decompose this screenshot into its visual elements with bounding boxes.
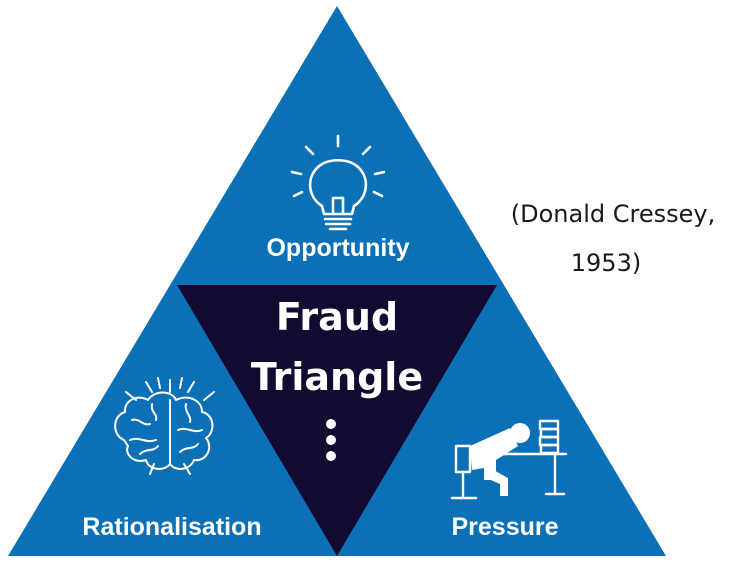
opportunity-label: Opportunity xyxy=(266,234,409,262)
fraud-triangle-title-line2: Triangle xyxy=(251,355,423,399)
vertical-ellipsis-icon xyxy=(326,419,336,461)
fraud-triangle-title-line1: Fraud xyxy=(276,295,398,339)
stressed-worker-icon xyxy=(450,419,568,500)
rationalisation-label: Rationalisation xyxy=(82,513,261,541)
citation-line1: (Donald Cressey, xyxy=(511,200,715,228)
brain-icon xyxy=(114,377,215,475)
outer-triangle xyxy=(8,6,666,556)
citation-line2: 1953) xyxy=(571,249,641,277)
pressure-label: Pressure xyxy=(451,513,558,541)
inner-triangle xyxy=(177,285,497,556)
lightbulb-icon xyxy=(290,134,386,231)
